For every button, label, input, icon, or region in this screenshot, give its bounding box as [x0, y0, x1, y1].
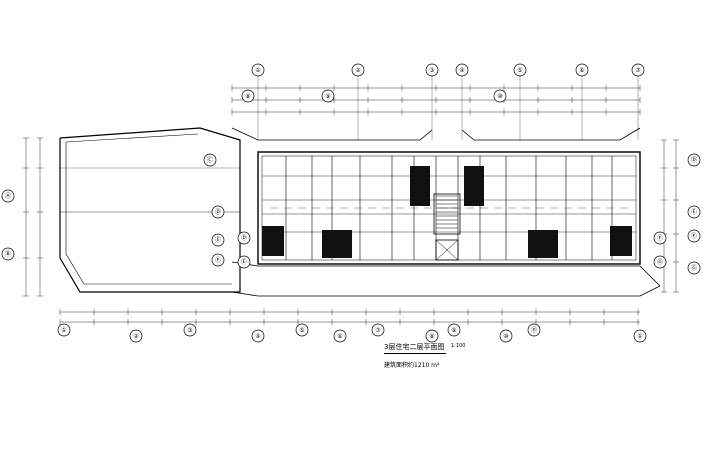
top-axis-bubble-label: ② [355, 67, 361, 74]
bottom-axis-bubble [633, 329, 647, 343]
top-axis-bubble [251, 63, 265, 77]
bottom-axis-bubble [447, 323, 461, 337]
drawing-title: 3层住宅二层平面图 [384, 343, 445, 351]
bottom-axis-bubble [251, 329, 265, 343]
right-axis-bubble [687, 153, 701, 167]
top-axis-bubble-label: ① [255, 67, 260, 74]
left-axis-bubble-label: Ⓒ [207, 156, 213, 164]
right-axis-bubble-label: Ⓖ [657, 258, 663, 266]
bottom-axis-bubble [527, 323, 541, 337]
bottom-axis-bubble-label: ⑨ [451, 327, 456, 334]
drawing-scale: 1:100 [451, 343, 466, 349]
top-axis-bubble-label: ④ [459, 67, 464, 74]
top-axis-bubble [241, 89, 255, 103]
top-axis-bubble-label: ⑦ [635, 67, 641, 74]
bottom-axis-bubble [183, 323, 197, 337]
left-axis-bubble [203, 153, 217, 167]
terrace-inner-line [65, 133, 199, 143]
right-axis-bubble-label: Ⓕ [215, 256, 221, 264]
right-axis-bubble [237, 231, 251, 245]
top-axis-bubble [493, 89, 507, 103]
slab-edge [231, 261, 661, 287]
right-axis-bubble-label: Ⓖ [691, 264, 697, 272]
terrace-outline [59, 127, 241, 293]
left-axis-bubble [1, 189, 15, 203]
right-axis-bubble-label: Ⓕ [657, 234, 663, 242]
bottom-axis-bubble [295, 323, 309, 337]
right-axis-bubble [211, 253, 225, 267]
top-axis-bubble-label: ⑧ [245, 93, 250, 100]
right-axis-bubble [687, 261, 701, 275]
top-axis-bubble-label: ⑨ [325, 93, 330, 100]
right-axis-bubble-label: Ⓔ [691, 208, 697, 216]
left-axis-bubble-label: Ⓑ [5, 250, 11, 258]
title-underline [384, 353, 446, 354]
stair-core-fill [322, 230, 352, 258]
stair-core-fill [610, 226, 632, 256]
top-axis-bubble-label: ③ [429, 67, 434, 74]
bottom-axis-bubble-label: ② [133, 333, 139, 340]
right-axis-bubble-label: Ⓕ [691, 232, 697, 240]
top-axis-bubble [351, 63, 365, 77]
bottom-axis-bubble [57, 323, 71, 337]
top-axis-bubble [425, 63, 439, 77]
elevator-shaft [435, 239, 459, 261]
bottom-axis-bubble-label: ⑪ [531, 326, 537, 334]
stair-outline [433, 193, 461, 235]
top-axis-bubble-label: ⑤ [517, 67, 522, 74]
bottom-axis-bubble-label: ⑧ [429, 333, 434, 340]
bottom-axis-bubble-label: ③ [187, 327, 192, 334]
right-axis-bubble [653, 255, 667, 269]
stair-core-fill [464, 166, 484, 206]
right-axis-bubble [237, 255, 251, 269]
top-axis-bubble [513, 63, 527, 77]
bottom-axis-bubble [129, 329, 143, 343]
top-axis-bubble-label: ⑩ [497, 93, 502, 100]
bottom-axis-bubble-label: ⑥ [337, 333, 342, 340]
right-axis-bubble [653, 231, 667, 245]
stair-core-fill [410, 166, 430, 206]
roof-edge [231, 127, 433, 141]
stair-core-fill [528, 230, 558, 258]
bottom-axis-bubble [333, 329, 347, 343]
bottom-axis-bubble [499, 329, 513, 343]
bottom-axis-bubble-label: ⑩ [503, 333, 508, 340]
top-axis-bubble [631, 63, 645, 77]
right-axis-bubble [687, 229, 701, 243]
bottom-axis-bubble-label: ④ [255, 333, 260, 340]
right-axis-bubble [687, 205, 701, 219]
right-axis-bubble-label: Ⓓ [691, 156, 697, 164]
stair-core-fill [262, 226, 284, 256]
bottom-axis-bubble-label: ⑤ [299, 327, 304, 334]
right-axis-bubble [211, 233, 225, 247]
drawing-note: 建筑面积约1210 m² [384, 362, 440, 369]
terrace-inner-line [65, 142, 232, 285]
plan-fills [262, 166, 632, 258]
top-axis-bubble [321, 89, 335, 103]
right-axis-bubble-label: Ⓔ [215, 236, 221, 244]
elevator-cross [435, 239, 459, 261]
plan-linework [23, 76, 679, 325]
right-axis-bubble-label: Ⓔ [241, 258, 247, 266]
right-axis-bubble-label: Ⓓ [215, 208, 221, 216]
top-axis-bubble [575, 63, 589, 77]
bottom-axis-bubble-label: ⑦ [375, 327, 381, 334]
left-axis-bubble [1, 247, 15, 261]
slab-edge [231, 285, 661, 297]
bottom-axis-bubble [425, 329, 439, 343]
top-axis-bubble-label: ⑥ [579, 67, 584, 74]
bottom-axis-bubble-label: ① [61, 327, 66, 334]
top-axis-bubble [455, 63, 469, 77]
building-outline [257, 151, 641, 265]
bottom-axis-bubble [371, 323, 385, 337]
axis-bubbles: ① ② ③ ④ ⑤ ⑥ ⑦ ⑧ ⑨ ⑩ ① ② ③ ④ ⑤ ⑥ ⑦ ⑧ ⑨ ⑩ ⑪ ① Ⓐ Ⓑ Ⓒ Ⓓ Ⓔ Ⓕ Ⓖ Ⓓ Ⓔ Ⓕ Ⓖ Ⓓ Ⓔ Ⓕ [1, 63, 701, 343]
right-axis-bubble [211, 205, 225, 219]
bottom-axis-bubble-label: ① [637, 333, 642, 340]
roof-edge [461, 127, 641, 141]
right-axis-bubble-label: Ⓓ [241, 234, 247, 242]
left-axis-bubble-label: Ⓐ [5, 192, 11, 200]
